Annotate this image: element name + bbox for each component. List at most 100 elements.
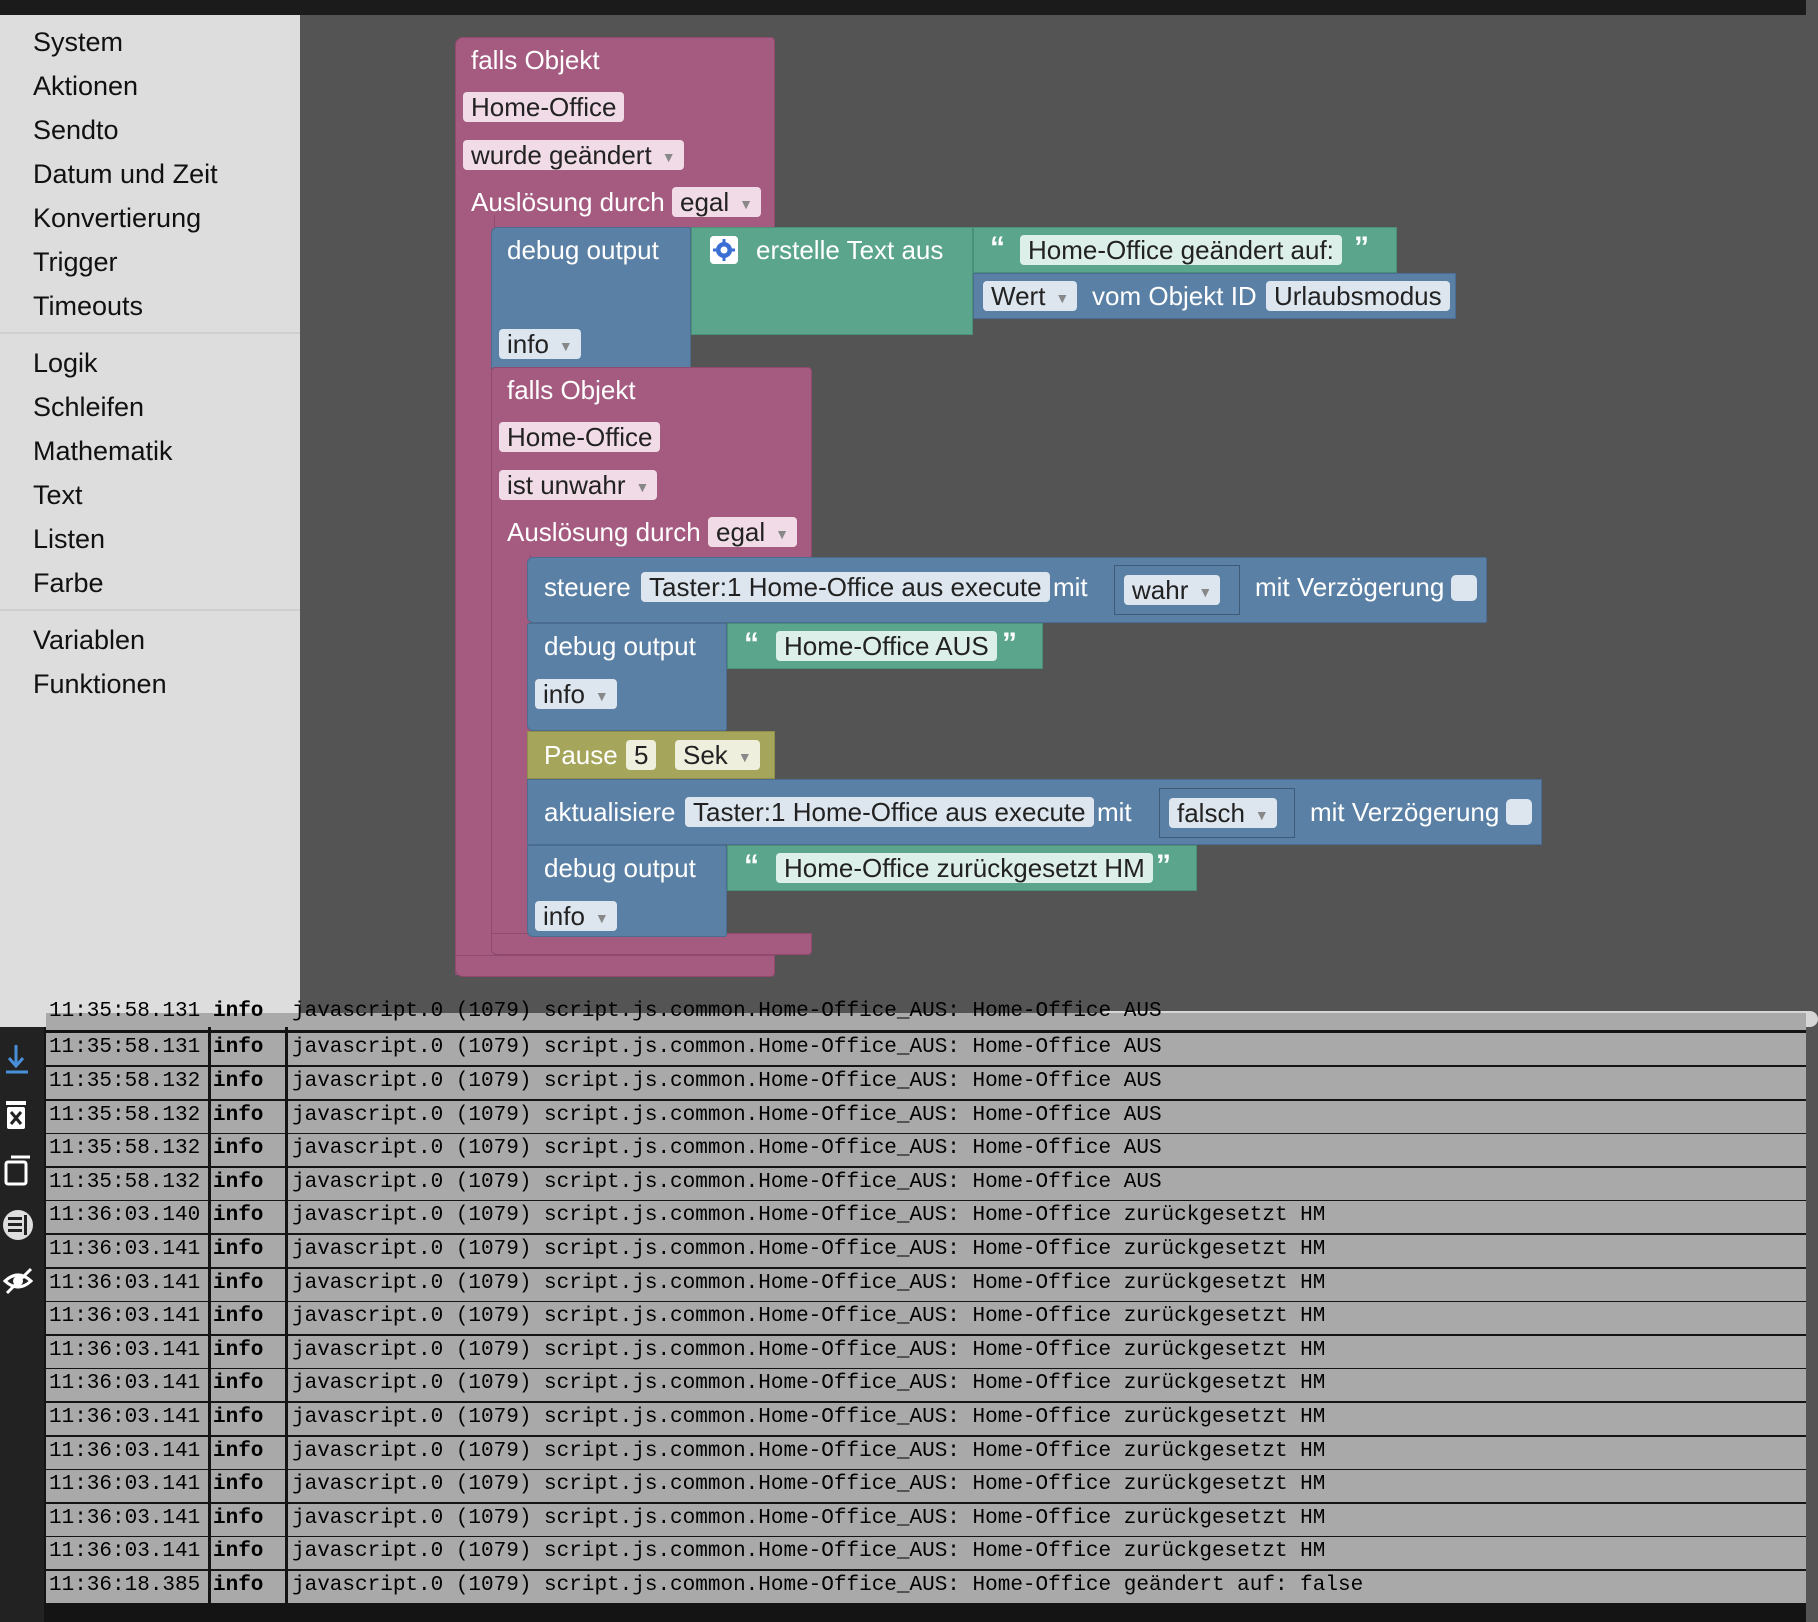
text-literal-field-2[interactable]: Home-Office AUS	[776, 631, 997, 661]
pause-label: Pause	[544, 740, 618, 770]
category-mathematik[interactable]: Mathematik	[33, 436, 173, 466]
debug-level-dropdown-1[interactable]: info▼	[499, 329, 581, 359]
open-quote-icon: “	[744, 849, 759, 882]
category-text[interactable]: Text	[33, 480, 83, 510]
debug-level-dropdown-3[interactable]: info▼	[535, 901, 617, 931]
category-listen[interactable]: Listen	[33, 524, 106, 554]
top-bar	[0, 0, 1806, 15]
text-literal-field-3[interactable]: Home-Office zurückgesetzt HM	[776, 853, 1153, 883]
copy-icon[interactable]	[2, 1153, 34, 1189]
control-delay-checkbox[interactable]	[1451, 575, 1477, 601]
outer-trigger-spine	[455, 215, 495, 975]
debug-output-block-3[interactable]	[527, 845, 727, 937]
inner-trigger-title: falls Objekt	[507, 375, 636, 405]
column-divider	[208, 1027, 211, 1622]
chevron-down-icon: ▼	[635, 479, 650, 496]
category-trigger[interactable]: Trigger	[33, 247, 118, 277]
scroll-down-icon[interactable]	[2, 1041, 34, 1077]
outer-trigger-title: falls Objekt	[471, 45, 600, 75]
blockly-workspace[interactable]: falls Objekt Home-Office wurde geändert▼…	[300, 15, 1806, 1027]
category-variablen[interactable]: Variablen	[33, 625, 146, 655]
open-quote-icon: “	[990, 231, 1005, 264]
boolean-dropdown-falsch[interactable]: falsch▼	[1169, 798, 1277, 828]
inner-object-field[interactable]: Home-Office	[499, 422, 661, 452]
chevron-down-icon: ▼	[1198, 584, 1213, 601]
hide-icon[interactable]	[2, 1263, 34, 1299]
inner-trigger-dropdown[interactable]: egal▼	[708, 517, 798, 547]
update-object-field[interactable]: Taster:1 Home-Office aus execute	[685, 797, 1094, 827]
close-quote-icon: ”	[1156, 849, 1171, 882]
category-konvertierung[interactable]: Konvertierung	[33, 203, 202, 233]
column-divider	[285, 1027, 288, 1622]
category-farbe[interactable]: Farbe	[33, 568, 104, 598]
pause-value-field[interactable]: 5	[626, 740, 657, 770]
text-join-label: erstelle Text aus	[756, 235, 944, 265]
text-join-block[interactable]	[691, 227, 973, 335]
debug-output-label-3: debug output	[544, 853, 696, 883]
value-label: vom Objekt ID	[1092, 281, 1257, 311]
blockly-toolbox: System Aktionen Sendto Datum und Zeit Ko…	[0, 15, 300, 1027]
value-field-dropdown[interactable]: Wert▼	[983, 281, 1078, 311]
update-label: aktualisiere	[544, 797, 676, 827]
category-timeouts[interactable]: Timeouts	[33, 291, 144, 321]
chevron-down-icon: ▼	[1254, 807, 1269, 824]
debug-output-label-1: debug output	[507, 235, 659, 265]
chevron-down-icon: ▼	[594, 688, 609, 705]
category-system[interactable]: System	[33, 27, 124, 57]
chevron-down-icon: ▼	[739, 196, 754, 213]
debug-output-block-2[interactable]	[527, 623, 727, 731]
log-toolbar	[0, 1027, 44, 1622]
mutator-gear-icon[interactable]	[710, 236, 738, 264]
object-id-field[interactable]: Urlaubsmodus	[1266, 281, 1450, 311]
update-delay-checkbox[interactable]	[1506, 799, 1532, 825]
control-mit-label: mit	[1053, 572, 1088, 602]
outer-trigger-label: Auslösung durch	[471, 187, 665, 217]
category-aktionen[interactable]: Aktionen	[33, 71, 139, 101]
chevron-down-icon: ▼	[737, 749, 752, 766]
chevron-down-icon: ▼	[661, 149, 676, 166]
category-sendto[interactable]: Sendto	[33, 115, 119, 145]
outer-trigger-bottom	[455, 955, 775, 977]
chevron-down-icon: ▼	[594, 910, 609, 927]
control-label: steuere	[544, 572, 631, 602]
boolean-dropdown-wahr[interactable]: wahr▼	[1124, 575, 1221, 605]
open-quote-icon: “	[744, 627, 759, 660]
category-schleifen[interactable]: Schleifen	[33, 392, 145, 422]
delete-log-icon[interactable]	[2, 1097, 34, 1133]
update-delay-label: mit Verzögerung	[1310, 797, 1500, 827]
debug-output-label-2: debug output	[544, 631, 696, 661]
toolbox-separator	[0, 609, 300, 611]
chevron-down-icon: ▼	[1055, 290, 1070, 307]
category-funktionen[interactable]: Funktionen	[33, 669, 167, 699]
category-datum-und-zeit[interactable]: Datum und Zeit	[33, 159, 218, 189]
inner-condition-dropdown[interactable]: ist unwahr▼	[499, 470, 658, 500]
pause-unit-dropdown[interactable]: Sek▼	[675, 740, 760, 770]
inner-trigger-spine	[491, 555, 531, 945]
chevron-down-icon: ▼	[775, 526, 790, 543]
toggle-columns-icon[interactable]	[2, 1207, 34, 1243]
outer-object-field[interactable]: Home-Office	[463, 92, 625, 122]
control-object-field[interactable]: Taster:1 Home-Office aus execute	[641, 572, 1050, 602]
outer-condition-dropdown[interactable]: wurde geändert▼	[463, 140, 684, 170]
text-literal-field-1[interactable]: Home-Office geändert auf:	[1020, 235, 1342, 265]
outer-trigger-dropdown[interactable]: egal▼	[672, 187, 762, 217]
control-delay-label: mit Verzögerung	[1255, 572, 1445, 602]
debug-level-dropdown-2[interactable]: info▼	[535, 679, 617, 709]
category-logik[interactable]: Logik	[33, 348, 98, 378]
close-quote-icon: ”	[1002, 627, 1017, 660]
